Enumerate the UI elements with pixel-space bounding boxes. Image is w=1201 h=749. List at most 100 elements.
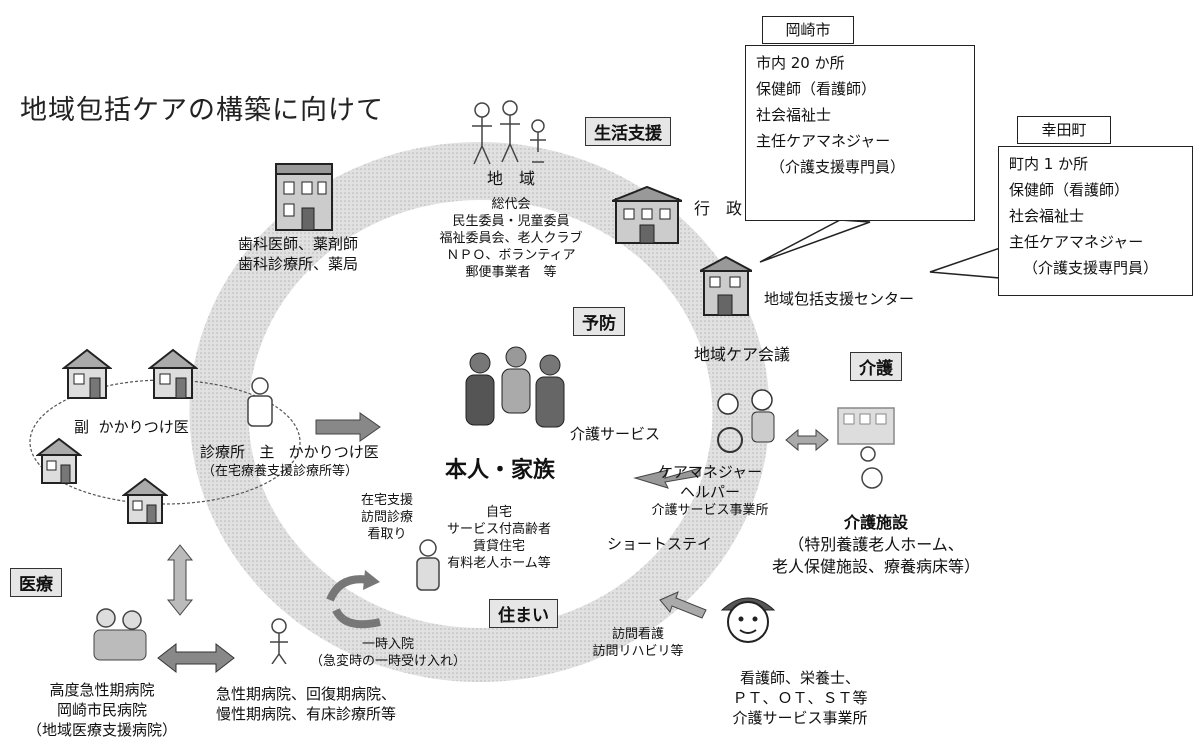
kangoshi-label: 看護師、栄養士、 ＰＴ、ＯＴ、ＳＴ等 介護サービス事業所 [720, 668, 880, 728]
caremanager-line-1: ケアマネジャー [657, 463, 763, 481]
ichiji-label: 一時入院 （急変時の一時受け入れ） [298, 636, 478, 670]
arrow-facility-double [785, 428, 829, 452]
kodo-line-2: 岡崎市民病院 [56, 701, 147, 719]
doctor-icon [247, 377, 273, 427]
facility-icon [837, 407, 895, 445]
nurse-icon [720, 597, 776, 643]
okazaki-line-1: 市内 20 か所 [756, 54, 845, 72]
shisetsu-line-2: （特別養護老人ホーム、 [788, 535, 964, 554]
chiiki-line-4: ＮＰＯ、ボランティア [446, 248, 576, 263]
kodo-label: 高度急性期病院 岡崎市民病院 （地域医療支援病院） [14, 680, 190, 740]
honnin-label: 本人・家族 [445, 458, 556, 483]
kangoshi-line-3: 介護サービス事業所 [732, 709, 868, 727]
homon-line-2: 訪問リハビリ等 [592, 644, 684, 659]
kodo-line-3: （地域医療支援病院） [26, 721, 177, 739]
koda-line-2: 保健師（看護師） [1009, 181, 1130, 199]
care-kaigi-label: 地域ケア会議 [694, 345, 791, 364]
shu-mark: 主 [259, 443, 275, 461]
tag-seikatsu-shien: 生活支援 [585, 117, 671, 146]
tag-yobo: 予防 [573, 307, 625, 336]
zaitaku-line-2: 訪問診療 [360, 510, 413, 525]
shinryojo-label: 診療所 [200, 443, 246, 461]
home-line-1: 自宅 [485, 505, 512, 520]
chiiki-line-2: 民生委員・児童委員 [452, 214, 570, 229]
koda-line-4: 主任ケアマネジャー [1009, 233, 1144, 251]
tag-sumai: 住まい [489, 599, 558, 628]
homon-label: 訪問看護 訪問リハビリ等 [588, 626, 688, 660]
hospital-staff-icon [93, 608, 147, 661]
arrow-homon [659, 591, 707, 619]
clinic-area-ellipse [29, 379, 301, 505]
zaitaku-label: 在宅支援 訪問診療 看取り [354, 492, 420, 543]
house-icon-2 [148, 348, 198, 399]
kyusei-line-1: 急性期病院、回復期病院、 [216, 685, 397, 703]
arrow-iryo-vertical [166, 544, 194, 616]
house-icon-1 [62, 348, 112, 399]
caremanager-line-3: 介護サービス事業所 [651, 503, 769, 518]
kangoshi-line-1: 看護師、栄養士、 [739, 669, 860, 687]
ichiji-line-2: （急変時の一時受け入れ） [309, 654, 466, 669]
kangoshi-line-2: ＰＴ、ＯＴ、ＳＴ等 [732, 689, 868, 707]
zaitaku-clinic-label: （在宅療養支援診療所等） [202, 464, 359, 479]
home-line-4: 有料老人ホーム等 [447, 556, 551, 571]
homon-line-1: 訪問看護 [611, 627, 664, 642]
okazaki-line-3: 社会福祉士 [756, 106, 832, 124]
building-icon-dental [275, 163, 333, 231]
patient-icon [270, 618, 288, 664]
building-icon-center [700, 255, 752, 316]
okazaki-line-2: 保健師（看護師） [756, 80, 877, 98]
people-icon-community [472, 100, 546, 165]
fuku-label: 副 かかりつけ医 [74, 417, 189, 437]
family-icon [465, 346, 565, 428]
shisetsu-label: 介護施設 （特別養護老人ホーム、 老人保健施設、療養病床等） [744, 512, 1008, 578]
chiiki-line-1: 総代会 [491, 197, 531, 212]
arrow-care-left [633, 467, 701, 489]
home-label: 自宅 サービス付高齢者 賃貸住宅 有料老人ホーム等 [438, 504, 560, 572]
ichiji-line-1: 一時入院 [361, 637, 414, 652]
koda-line-3: 社会福祉士 [1009, 207, 1085, 225]
koda-box: 町内 1 か所 保健師（看護師） 社会福祉士 主任ケアマネジャー （介護支援専門… [998, 146, 1193, 296]
shisetsu-line-3: 老人保健施設、療養病床等） [771, 557, 980, 576]
kyusei-label: 急性期病院、回復期病院、 慢性期病院、有床診療所等 [216, 684, 456, 724]
helper-icon [717, 389, 775, 453]
center-label: 地域包括支援センター [764, 290, 915, 308]
fuku-mark: 副 [74, 418, 90, 436]
zaitaku-line-3: 看取り [367, 527, 407, 542]
chiiki-line-5: 郵便事業者 等 [465, 265, 557, 280]
dental-line-1: 歯科医師、薬剤師 [237, 235, 358, 253]
gyosei-label: 行 政 [694, 199, 743, 218]
koda-line-5: （介護支援専門員） [1023, 259, 1159, 277]
house-icon-4 [122, 477, 168, 524]
dental-label: 歯科医師、薬剤師 歯科診療所、薬局 [214, 234, 382, 274]
shinryojo-row: 診療所 主 かかりつけ医 [200, 442, 379, 462]
kakaritsuke-shu: かかりつけ医 [288, 443, 379, 461]
koda-tab: 幸田町 [1017, 116, 1111, 144]
house-icon-3 [36, 437, 82, 484]
chiiki-line-3: 福祉委員会、老人クラブ [439, 231, 583, 246]
okazaki-box: 市内 20 か所 保健師（看護師） 社会福祉士 主任ケアマネジャー （介護支援専… [745, 45, 975, 221]
tag-iryo: 医療 [10, 568, 62, 597]
dental-line-2: 歯科診療所、薬局 [237, 255, 358, 273]
elder-icon [416, 539, 440, 591]
shisetsu-line-1: 介護施設 [843, 513, 908, 532]
home-line-2: サービス付高齢者 [446, 522, 551, 537]
building-icon-gyosei [612, 185, 682, 244]
wheelchair-icon [860, 446, 883, 489]
caremanager-label: ケアマネジャー ヘルパー 介護サービス事業所 [648, 462, 772, 519]
caremanager-line-2: ヘルパー [679, 483, 740, 501]
zaitaku-line-1: 在宅支援 [360, 493, 413, 508]
kakaritsuke-fuku: かかりつけ医 [98, 418, 189, 436]
chiiki-list: 総代会 民生委員・児童委員 福祉委員会、老人クラブ ＮＰＯ、ボランティア 郵便事… [418, 196, 604, 281]
arrow-hospital-double [157, 642, 235, 674]
home-line-3: 賃貸住宅 [472, 539, 525, 554]
kaigo-service-label: 介護サービス [570, 425, 661, 443]
short-stay-label: ショートステイ [607, 535, 713, 553]
chiiki-head: 地 域 [486, 169, 535, 188]
kodo-line-1: 高度急性期病院 [49, 681, 155, 699]
okazaki-tab: 岡崎市 [762, 16, 854, 44]
kyusei-line-2: 慢性期病院、有床診療所等 [216, 705, 397, 723]
okazaki-line-5: （介護支援専門員） [770, 158, 906, 176]
page-title: 地域包括ケアの構築に向けて [20, 95, 384, 126]
